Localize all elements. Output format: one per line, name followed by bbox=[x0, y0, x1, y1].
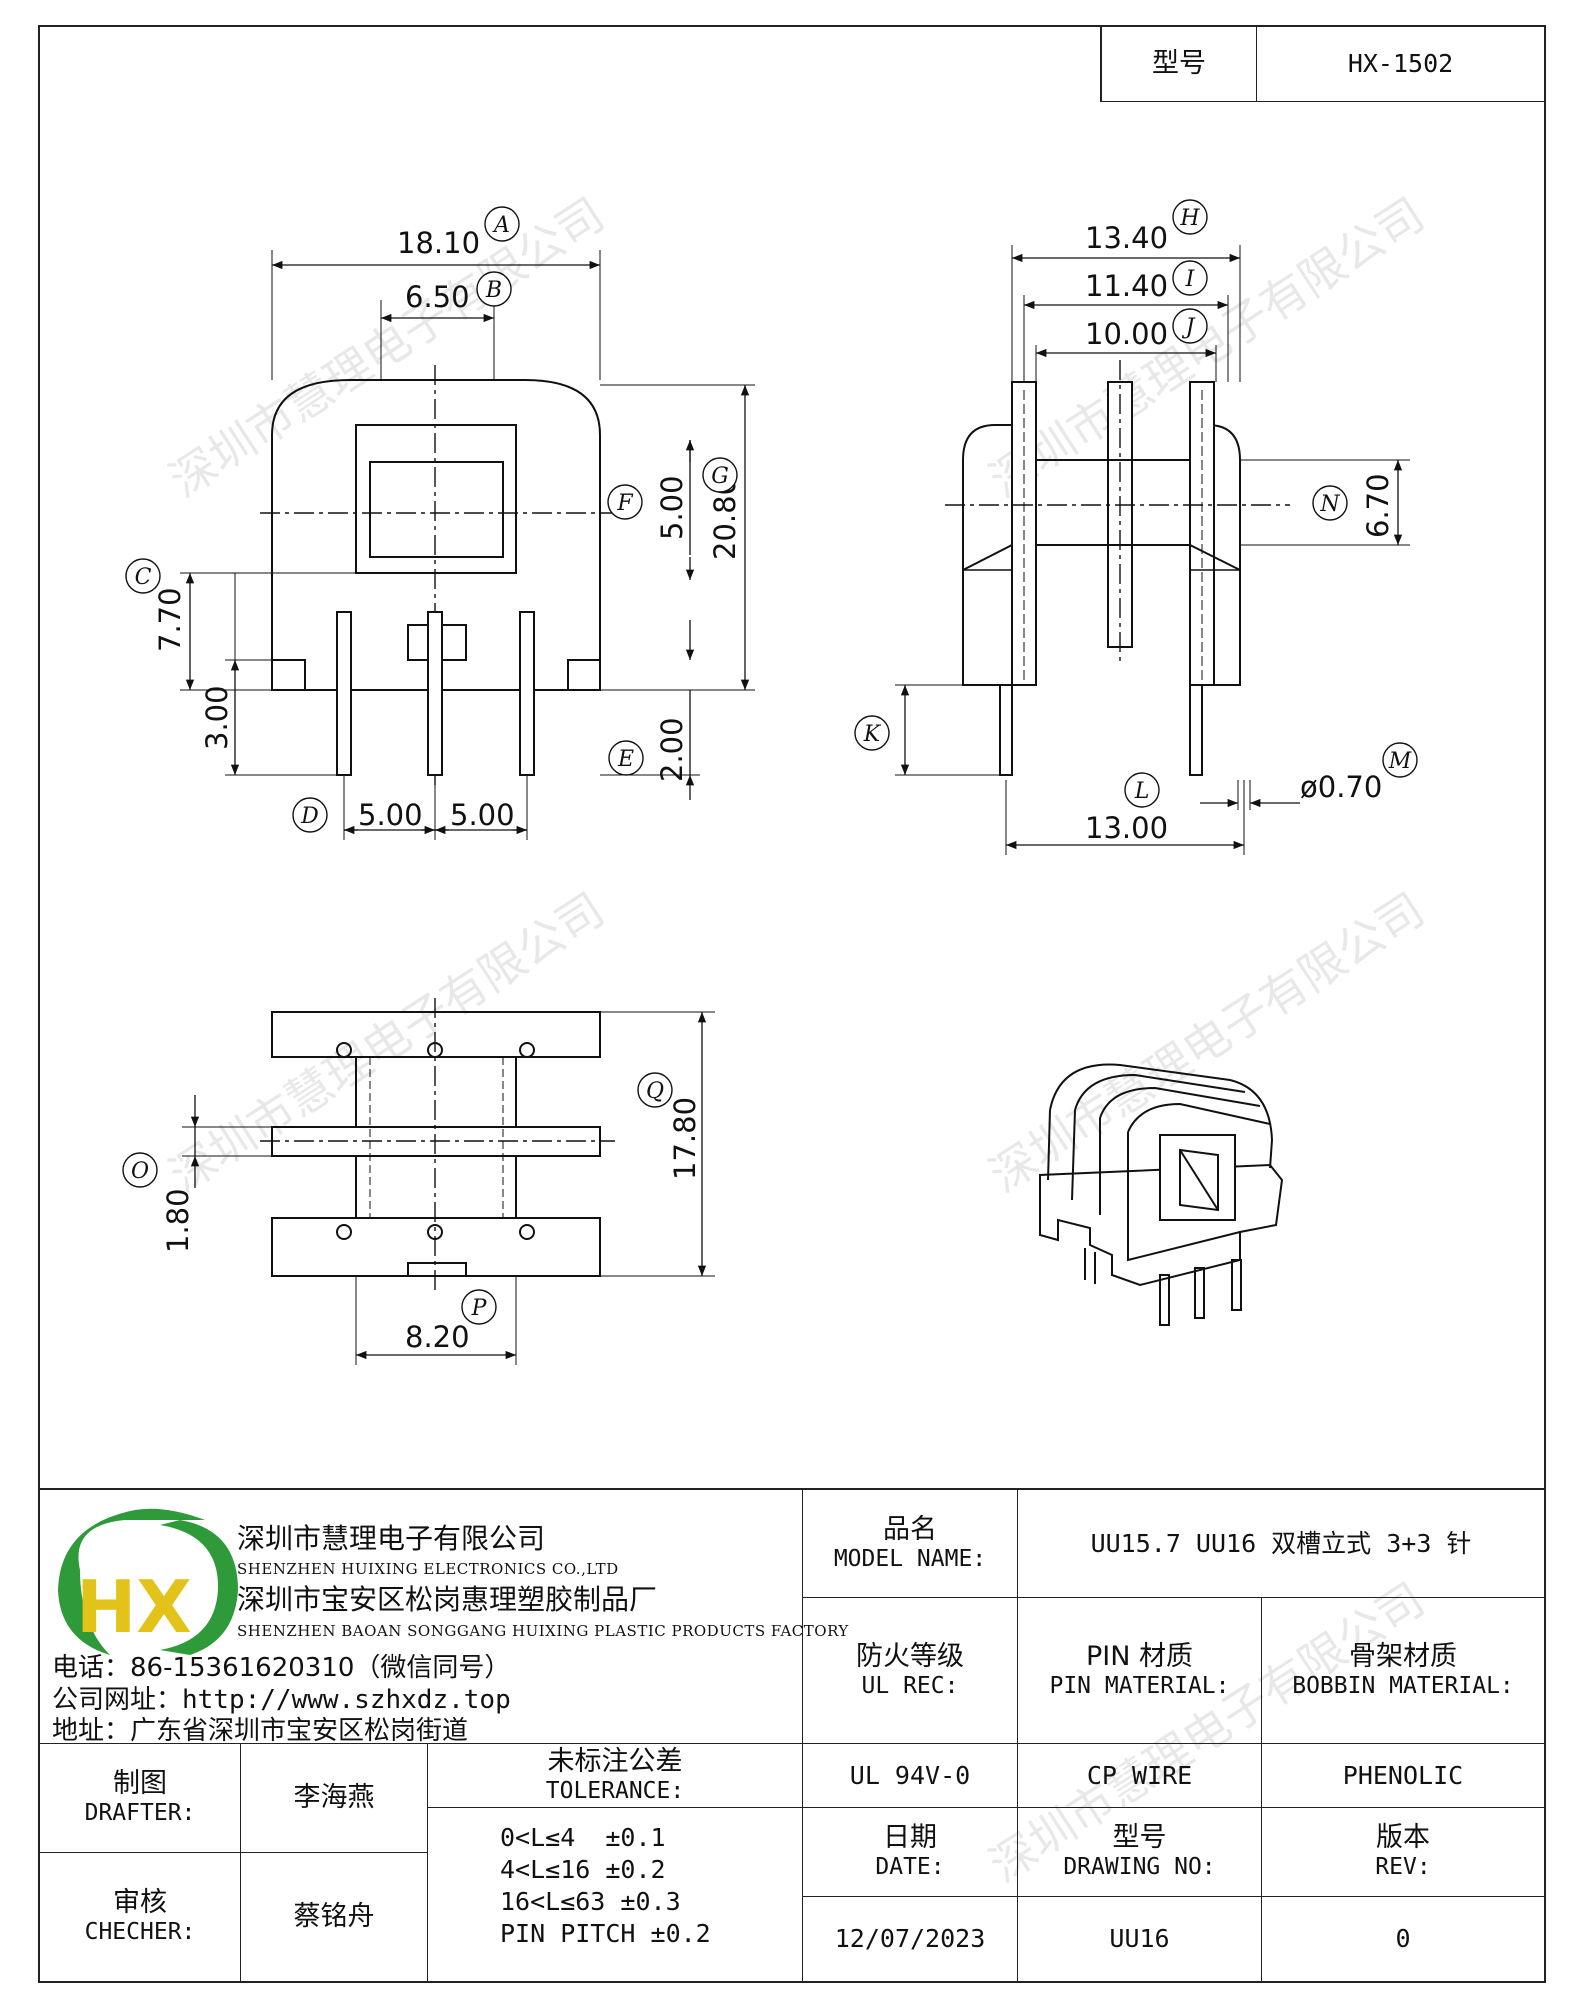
marker-A: A bbox=[484, 206, 520, 242]
dim-H: 13.40 bbox=[1085, 221, 1168, 255]
dim-J: 10.00 bbox=[1085, 317, 1168, 351]
marker-C: C bbox=[125, 558, 161, 594]
factory-name-en: SHENZHEN BAOAN SONGGANG HUIXING PLASTIC … bbox=[237, 1622, 849, 1640]
svg-text:L: L bbox=[1134, 779, 1150, 804]
marker-K: K bbox=[854, 715, 890, 751]
dim-D2: 5.00 bbox=[450, 798, 515, 832]
dim-F: 5.00 bbox=[655, 475, 689, 540]
ul-rec-value: UL 94V-0 bbox=[802, 1743, 1018, 1808]
company-name-cn: 深圳市慧理电子有限公司 bbox=[237, 1522, 546, 1555]
dim-Q: 17.80 bbox=[668, 1097, 702, 1180]
svg-text:N: N bbox=[1319, 492, 1340, 517]
svg-text:G: G bbox=[711, 464, 729, 489]
dim-A: 18.10 bbox=[397, 226, 480, 260]
svg-text:HX: HX bbox=[76, 1565, 192, 1649]
marker-F: F bbox=[607, 484, 643, 520]
dim-N: 6.70 bbox=[1361, 473, 1395, 538]
dim-E: 2.00 bbox=[655, 717, 689, 782]
svg-text:H: H bbox=[1179, 206, 1200, 231]
svg-text:F: F bbox=[616, 491, 633, 516]
tolerance-line-4: PIN PITCH ±0.2 bbox=[500, 1919, 711, 1948]
dim-C: 7.70 bbox=[153, 587, 187, 652]
dim-P: 8.20 bbox=[405, 1320, 470, 1354]
tolerance-line-2: 4<L≤16 ±0.2 bbox=[500, 1855, 666, 1884]
checker-name: 蔡铭舟 bbox=[240, 1852, 428, 1983]
date-value: 12/07/2023 bbox=[802, 1896, 1018, 1983]
marker-N: N bbox=[1312, 485, 1348, 521]
svg-text:B: B bbox=[485, 278, 502, 303]
front-view bbox=[180, 250, 755, 840]
dim-L: 13.00 bbox=[1085, 811, 1168, 845]
marker-M: M bbox=[1382, 742, 1418, 778]
marker-B: B bbox=[476, 271, 512, 307]
company-block bbox=[38, 1488, 803, 1744]
dim-M: ø0.70 bbox=[1300, 770, 1382, 804]
company-logo: HX bbox=[58, 1508, 238, 1655]
company-name-en: SHENZHEN HUIXING ELECTRONICS CO.,LTD bbox=[237, 1560, 619, 1578]
svg-text:A: A bbox=[492, 213, 510, 238]
svg-text:O: O bbox=[131, 1159, 149, 1184]
svg-text:E: E bbox=[617, 747, 634, 772]
marker-H: H bbox=[1172, 199, 1208, 235]
side-view bbox=[895, 245, 1410, 855]
marker-E: E bbox=[608, 740, 644, 776]
dim-O: 1.80 bbox=[161, 1188, 195, 1253]
svg-text:K: K bbox=[863, 722, 882, 747]
svg-text:M: M bbox=[1388, 749, 1412, 774]
svg-text:P: P bbox=[471, 1296, 488, 1321]
pin-material-value: CP WIRE bbox=[1017, 1743, 1262, 1808]
marker-J: J bbox=[1172, 308, 1208, 344]
marker-L: L bbox=[1124, 772, 1160, 808]
dim-D: 5.00 bbox=[358, 798, 423, 832]
dim-pin-length: 3.00 bbox=[200, 685, 234, 750]
header-model-value: HX-1502 bbox=[1256, 25, 1546, 102]
marker-Q: Q bbox=[637, 1072, 673, 1108]
svg-text:I: I bbox=[1185, 267, 1196, 292]
iso-view bbox=[1039, 1063, 1284, 1326]
model-name-value: UU15.7 UU16 双槽立式 3+3 针 bbox=[1017, 1488, 1546, 1598]
company-phone: 电话：86-15361620310（微信同号） bbox=[52, 1653, 511, 1683]
svg-text:D: D bbox=[300, 804, 319, 829]
tolerance-line-3: 16<L≤63 ±0.3 bbox=[500, 1887, 681, 1916]
marker-G: G bbox=[702, 457, 738, 493]
svg-text:J: J bbox=[1182, 315, 1196, 340]
header-model-label: 型号 bbox=[1100, 25, 1257, 102]
marker-P: P bbox=[461, 1289, 497, 1325]
marker-O: O bbox=[122, 1152, 158, 1188]
marker-I: I bbox=[1172, 260, 1208, 296]
dim-B: 6.50 bbox=[405, 280, 470, 314]
dim-I: 11.40 bbox=[1085, 269, 1168, 303]
bobbin-material-value: PHENOLIC bbox=[1261, 1743, 1546, 1808]
factory-name-cn: 深圳市宝安区松岗惠理塑胶制品厂 bbox=[237, 1583, 658, 1616]
drawing-no-value: UU16 bbox=[1017, 1896, 1262, 1983]
tolerance-table bbox=[427, 1807, 803, 1983]
svg-text:Q: Q bbox=[646, 1079, 664, 1104]
tolerance-line-1: 0<L≤4 ±0.1 bbox=[500, 1823, 666, 1852]
rev-value: 0 bbox=[1261, 1896, 1546, 1983]
marker-D: D bbox=[292, 797, 328, 833]
company-address: 地址：广东省深圳市宝安区松岗街道 bbox=[52, 1716, 469, 1746]
svg-text:C: C bbox=[135, 565, 152, 590]
bottom-view bbox=[182, 998, 715, 1365]
company-website: 公司网址：http://www.szhxdz.top bbox=[52, 1685, 511, 1715]
drafter-name: 李海燕 bbox=[240, 1743, 428, 1853]
